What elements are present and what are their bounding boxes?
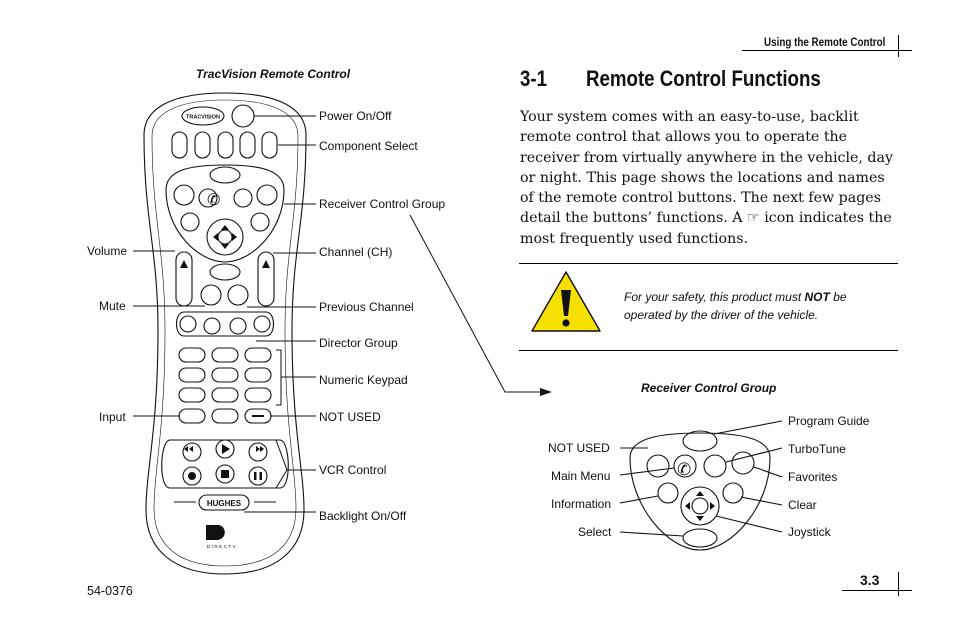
remote-body — [143, 92, 307, 575]
label-channel: Channel (CH) — [319, 245, 393, 259]
section-title: Remote Control Functions — [586, 66, 821, 91]
rcg-label-program-guide: Program Guide — [788, 414, 870, 428]
rcg-label-clear: Clear — [788, 498, 817, 512]
svg-text:✆: ✆ — [677, 460, 691, 480]
channel-rocker — [257, 251, 275, 307]
previous-channel-button — [227, 284, 249, 306]
label-numeric-keypad: Numeric Keypad — [319, 373, 408, 387]
remote-inner-outline — [151, 99, 299, 567]
label-input: Input — [99, 410, 126, 424]
power-button — [231, 104, 255, 128]
warning-top-rule — [519, 263, 898, 264]
warning-bottom-rule — [519, 350, 898, 351]
label-not-used: NOT USED — [319, 410, 381, 424]
label-component-select: Component Select — [319, 139, 418, 153]
receiver-group-title: Receiver Control Group — [641, 381, 777, 395]
label-receiver-control-group: Receiver Control Group — [319, 197, 446, 211]
section-number: 3-1 — [520, 66, 548, 91]
rcg-label-information: Information — [551, 497, 612, 511]
label-vcr-control: VCR Control — [319, 463, 387, 477]
label-mute: Mute — [99, 299, 126, 313]
document-number: 54-0376 — [87, 584, 133, 598]
label-power: Power On/Off — [319, 109, 392, 123]
footer-tick — [898, 572, 899, 596]
remote-figure-title: TracVision Remote Control — [196, 67, 351, 81]
section-body: Your system comes with an easy-to-use, b… — [520, 109, 893, 247]
footer-rule — [842, 590, 912, 591]
numeric-keypad — [178, 347, 272, 424]
running-header: Using the Remote Control — [764, 35, 886, 49]
rcg-label-not-used: NOT USED — [548, 441, 610, 455]
rcg-label-turbotune: TurboTune — [788, 442, 846, 456]
remote-receiver-group — [165, 164, 285, 263]
director-group — [175, 311, 275, 337]
receiver-group-detail — [619, 420, 783, 551]
header-rule — [742, 50, 912, 51]
page-number: 3.3 — [860, 572, 880, 588]
label-previous-channel: Previous Channel — [319, 300, 414, 314]
tracvision-logo-text: TRACVISION — [186, 115, 220, 121]
label-backlight: Backlight On/Off — [319, 509, 407, 523]
label-director-group: Director Group — [319, 336, 398, 350]
label-volume: Volume — [87, 244, 128, 258]
vcr-control-group — [161, 439, 289, 489]
rcg-label-select: Select — [578, 525, 612, 539]
component-select-buttons — [171, 131, 278, 159]
tracvision-logo — [181, 106, 225, 126]
backlight-button — [198, 494, 250, 511]
mute-button — [200, 284, 222, 306]
header-tick — [898, 35, 899, 57]
rcg-label-favorites: Favorites — [788, 470, 838, 484]
rcg-label-main-menu: Main Menu — [551, 469, 611, 483]
hughes-logo-text: HUGHES — [207, 499, 242, 508]
rcg-label-joystick: Joystick — [788, 525, 831, 539]
svg-text:✆: ✆ — [207, 190, 220, 209]
warning-triangle-icon — [531, 271, 601, 332]
warning-text: For your safety, this product must NOT b… — [624, 290, 847, 322]
directv-logo-text: DIRECTV — [207, 544, 237, 549]
